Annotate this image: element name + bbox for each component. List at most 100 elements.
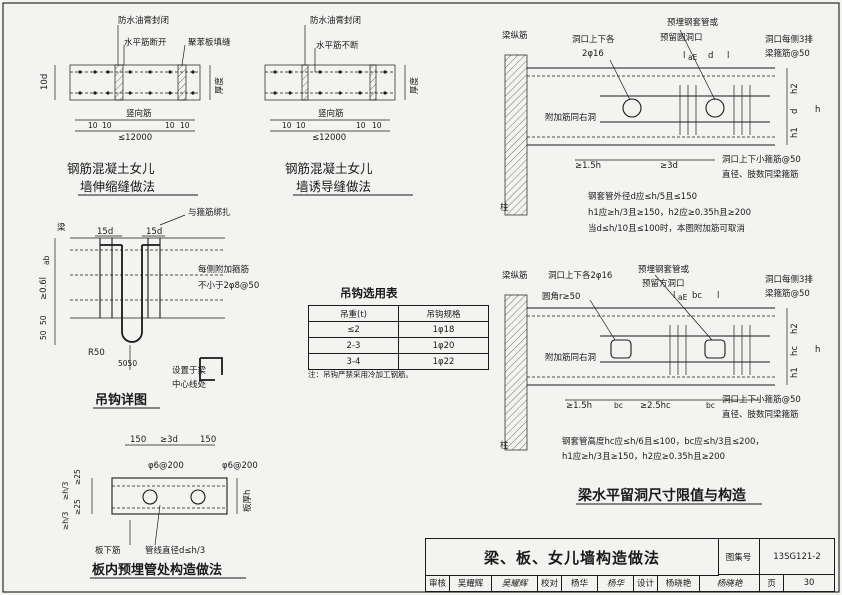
page-number: 30: [803, 578, 815, 588]
dim-bc: bc: [706, 401, 715, 410]
label-stirrups-spec: 直径、肢数同梁箍筋: [722, 169, 799, 180]
label-vertical-bar: 竖向筋: [126, 108, 152, 119]
small-stirrups: [669, 325, 751, 375]
table-cell: 1φ20: [398, 337, 489, 354]
round-hole: [705, 98, 725, 118]
designer-signature: 杨晓艳: [700, 575, 760, 591]
detail-title: 梁水平留洞尺寸限值与构造: [577, 487, 746, 504]
dim-lae: l: [683, 51, 685, 61]
label-bar: φ6@200: [222, 461, 258, 471]
dim-150: 150: [200, 435, 216, 445]
hook-symbol: [199, 357, 223, 381]
dim-3d: ≥3d: [660, 161, 678, 171]
leader-line: [159, 214, 186, 226]
parapet-wall-outline: [264, 64, 396, 101]
dim-d: d: [708, 51, 713, 61]
detail-title: 钢筋混凝土女儿: [67, 161, 155, 176]
label-sleeve: 预埋钢套管或: [638, 264, 690, 275]
sheet-title: 梁、板、女儿墙构造做法: [426, 539, 719, 576]
joint-filler: [177, 64, 187, 101]
note-line: 钢套管高度hc应≤h/6且≤100，bc应≤h/3且≤200，: [562, 436, 764, 447]
dim-lae: l: [717, 291, 719, 301]
bar-dots: [78, 70, 195, 95]
column-section: [504, 54, 528, 216]
label-extra-bars: 附加筋同右洞: [545, 352, 596, 363]
joint-filler: [301, 64, 309, 101]
label-bar: φ6@200: [148, 461, 184, 471]
title-block: 梁、板、女儿墙构造做法 图集号 13SG121-2 审核 吴耀辉 吴耀辉 校对 …: [425, 538, 835, 592]
table-row: ≤2 1φ18: [308, 321, 489, 338]
label-bar-cut: 水平筋断开: [124, 37, 167, 48]
table-cell: ≤2: [308, 321, 399, 338]
dim-10: 10: [296, 121, 306, 130]
dim-10: 10: [165, 121, 175, 130]
note-line: 当d≤h/10且≤100时，本图附加筋可取消: [588, 223, 745, 234]
pipe-circle: [190, 489, 206, 505]
detail-title: 钢筋混凝土女儿: [285, 161, 373, 176]
dim-10: 10: [356, 121, 366, 130]
label-side-stirrups-spec: 梁箍筋@50: [765, 48, 810, 59]
table-cell: 1φ22: [398, 353, 489, 370]
dim-h1: h1: [790, 367, 800, 378]
leader-line: [181, 44, 186, 66]
dim-10d: 10d: [40, 74, 50, 90]
dim-15d: 15d: [146, 227, 162, 237]
dim-h: h: [815, 345, 820, 355]
label-side-stirrups: 洞口每侧3排: [765, 274, 813, 285]
dim-span: ≤12000: [118, 133, 152, 143]
label-beam: 梁: [57, 223, 66, 233]
dim-10: 10: [282, 121, 292, 130]
dim-lae: l: [727, 51, 729, 61]
pipe-circle: [142, 489, 158, 505]
dim-lae-sub: aE: [678, 293, 688, 302]
table-header: 吊重(t): [308, 305, 399, 322]
detail-title: 板内预埋管处构造做法: [92, 562, 222, 578]
dim-150: 150: [130, 435, 146, 445]
dim-bc: bc: [614, 401, 623, 410]
label-place: 中心线处: [172, 379, 207, 390]
table-row: 2-3 1φ20: [308, 337, 489, 354]
round-hole: [622, 98, 642, 118]
bar-dots: [273, 70, 387, 95]
dim-h3: ≥h/3: [61, 511, 70, 530]
atlas-label: 图集号: [718, 539, 760, 575]
dim-lae-sub: aE: [688, 53, 698, 62]
dim-15d: 15d: [97, 227, 113, 237]
beam-round-hole-detail: 梁纵筋 洞口上下各 2φ16 预埋钢套管或 预留圆洞口 l aE d l 洞口每…: [500, 17, 820, 234]
dim-bc: bc: [692, 291, 702, 301]
label-rect-hole: 预留方洞口: [642, 278, 685, 289]
leader-line: [589, 299, 616, 341]
small-stirrups: [679, 85, 751, 135]
label-place: 设置于梁: [172, 365, 207, 376]
table-cell: 3-4: [308, 353, 399, 370]
leader-line: [654, 274, 713, 341]
dim-10: 10: [88, 121, 98, 130]
joint-filler: [369, 64, 377, 101]
dim-h: h: [815, 105, 820, 115]
label-stirrups-spec: 直径、肢数同梁箍筋: [722, 409, 799, 420]
note-line: h1应≥h/3且≥150，h2应≥0.35h且≥200: [562, 451, 725, 462]
dim-3d: ≥3d: [160, 435, 178, 445]
dim-50: 50: [39, 315, 48, 325]
dim-1-5h: ≥1.5h: [575, 161, 601, 171]
hook-detail: 梁 与箍筋绑扎 15d 15d ≥0.6l ab 每侧附加箍筋 不小于2φ8@5…: [39, 207, 259, 409]
note-line: 钢套管外径d应≤h/5且≤150: [588, 191, 697, 202]
checker-name: 杨华: [562, 575, 598, 591]
table-cell: 1φ18: [398, 321, 489, 338]
designer-name: 杨晓艳: [658, 575, 700, 591]
slab-outline: [111, 477, 228, 515]
beam-rect-hole-detail: 梁纵筋 洞口上下各2φ16 预埋钢套管或 预留方洞口 圆角r≥50 l aE b…: [500, 264, 820, 505]
label-above-below: 洞口上下各2φ16: [548, 270, 612, 281]
leader-line: [679, 29, 716, 101]
slab-pipe-detail: 150 ≥3d 150 φ6@200 φ6@200 ≥h/3 ≥25 ≥h/3 …: [61, 435, 258, 579]
label-waterproof: 防水油膏封闭: [118, 15, 169, 26]
dim-10: 10: [180, 121, 190, 130]
leader-line: [154, 504, 161, 546]
detail-title: 墙伸缩缝做法: [80, 179, 155, 194]
dim-h3: ≥h/3: [61, 481, 70, 500]
label-extra-stirrups: 每侧附加箍筋: [198, 264, 249, 275]
dim-25: ≥25: [73, 499, 82, 515]
dim-anchor-sub: ab: [42, 255, 51, 265]
reviewer-signature: 吴耀辉: [492, 575, 538, 591]
